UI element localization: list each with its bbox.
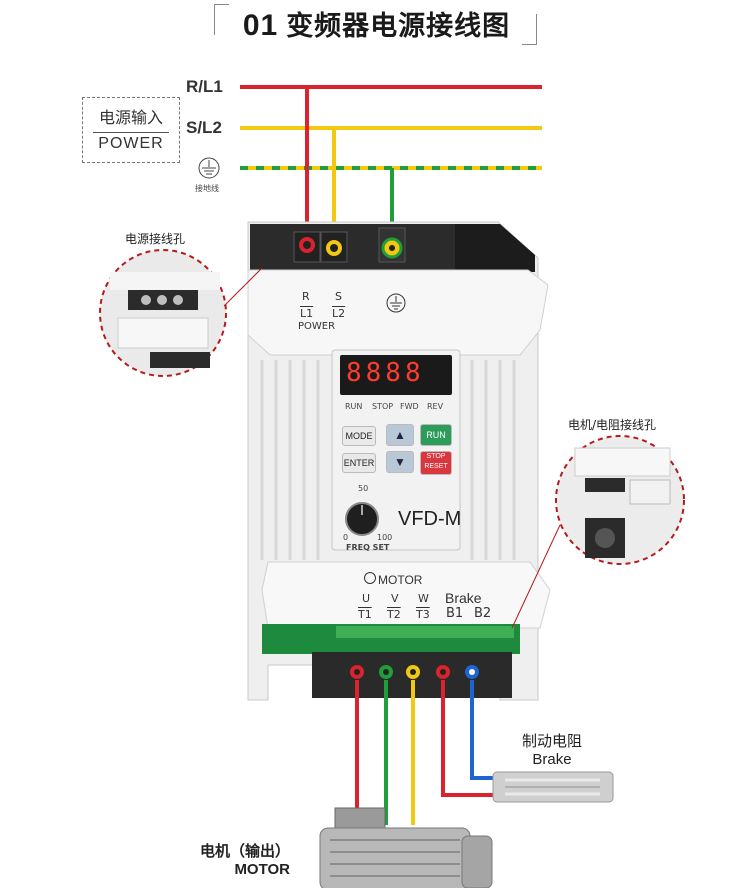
ground-label: 接地线 — [195, 184, 219, 193]
terminal-label-r: R — [302, 290, 310, 303]
motor-circle-icon — [364, 572, 376, 584]
terminal-label-t2: T2 — [387, 608, 401, 621]
knob-caption: FREQ SET — [346, 543, 390, 552]
terminal-label-l1: L1 — [300, 307, 314, 320]
brake-resistor-label: 制动电阻 Brake — [512, 730, 592, 768]
enter-key[interactable]: ENTER — [342, 453, 376, 473]
led-run: RUN — [345, 402, 363, 411]
motor-icon — [319, 807, 493, 888]
brake-resistor-cn: 制动电阻 — [521, 732, 582, 750]
terminal-label-l2: L2 — [332, 307, 346, 320]
knob-scale-min: 0 — [343, 533, 349, 542]
ground-symbol-icon — [198, 157, 220, 179]
knob-scale-hi: 100 — [377, 533, 393, 542]
wire-brake-b2 — [470, 680, 495, 780]
line-label-l1: R/L1 — [186, 77, 223, 96]
brake-terminal-heading: Brake — [445, 590, 482, 606]
reset-key-label: RESET — [424, 463, 448, 470]
run-key[interactable]: RUN — [420, 424, 452, 446]
title-bracket-left — [214, 4, 229, 35]
wire-brake-b1 — [441, 680, 495, 797]
title-bracket-right — [522, 14, 537, 45]
terminal-label-t3: T3 — [416, 608, 430, 621]
line-label-l2: S/L2 — [186, 118, 222, 137]
led-rev: REV — [427, 402, 444, 411]
up-arrow-icon[interactable]: ▲ — [386, 424, 414, 446]
title-text: 变频器电源接线图 — [286, 11, 511, 42]
cover-ground-icon — [386, 293, 406, 313]
stop-key-label: STOP — [426, 453, 446, 460]
motor-label-en: MOTOR — [234, 861, 290, 878]
led-display: 8888 — [346, 358, 425, 388]
terminal-label-b2: B2 — [474, 606, 492, 621]
terminal-label-t1: T1 — [358, 608, 372, 621]
inset-power-terminal — [99, 249, 227, 377]
brake-resistor-icon — [492, 771, 614, 803]
led-stop: STOP — [372, 402, 394, 411]
model-name: VFD-M — [398, 508, 462, 530]
power-input-box: 电源输入 POWER — [82, 97, 180, 163]
motor-terminal-heading: MOTOR — [364, 572, 422, 587]
inset-left-label: 电源接线孔 — [125, 232, 186, 246]
knob-scale-max: 50 — [358, 484, 369, 493]
power-input-en: POWER — [93, 132, 169, 153]
freq-knob-icon — [345, 502, 379, 536]
title-number: 01 — [242, 9, 279, 42]
terminal-label-w: W — [418, 592, 429, 605]
led-fwd: FWD — [400, 402, 419, 411]
inset-right-label: 电机/电阻接线孔 — [568, 418, 657, 432]
inset-right-pointer — [511, 524, 561, 629]
motor-heading-text: MOTOR — [378, 573, 423, 587]
terminal-label-b1: B1 — [446, 606, 464, 621]
terminal-label-u: U — [362, 592, 371, 605]
stop-reset-key[interactable]: STOP RESET — [420, 451, 452, 475]
down-arrow-icon[interactable]: ▼ — [386, 451, 414, 473]
inset-motor-terminal — [555, 435, 685, 565]
terminal-label-v: V — [391, 592, 399, 605]
terminal-label-s: S — [335, 290, 342, 303]
brake-resistor-en: Brake — [532, 751, 572, 768]
inset-left-pointer — [223, 267, 263, 307]
terminal-label-power: POWER — [298, 321, 336, 332]
motor-label: 电机（输出） MOTOR — [185, 840, 290, 878]
motor-label-cn: 电机（输出） — [199, 842, 290, 860]
power-input-cn: 电源输入 — [98, 108, 163, 127]
mode-key[interactable]: MODE — [342, 426, 376, 446]
